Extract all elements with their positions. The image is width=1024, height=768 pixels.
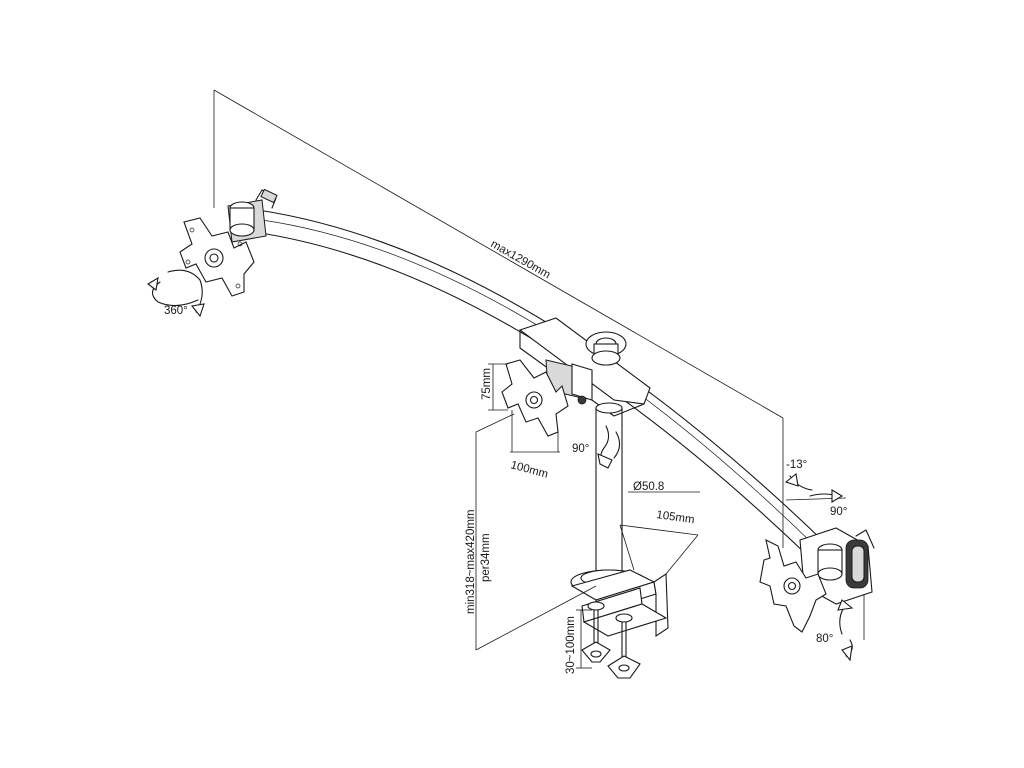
- vesa-height-label: 75mm: [481, 368, 493, 400]
- arm-rotation-arrow: [597, 425, 621, 469]
- arm-rotation-90-label: 90°: [572, 443, 589, 455]
- swivel-90-label: 90°: [830, 506, 847, 518]
- tilt-up-label: -13°: [786, 459, 807, 471]
- max-width-dimension: [213, 89, 784, 548]
- clamp-depth-label: 105mm: [656, 509, 696, 526]
- vesa-width-label: 100mm: [509, 459, 549, 481]
- max-width-label: max1290mm: [489, 238, 553, 281]
- height-step-label: per34mm: [480, 533, 492, 582]
- vesa-dimensions: [488, 363, 560, 453]
- clamp-depth-dimension: [619, 524, 699, 575]
- desk-clamp: [570, 569, 669, 679]
- desk-thickness-dimension: [576, 609, 592, 669]
- tilt-swivel-arrows: [784, 472, 865, 662]
- center-monitor-head: [501, 317, 651, 437]
- pole: [595, 402, 700, 583]
- rotation-360-label: 360°: [164, 305, 188, 317]
- desk-thickness-label: 30~100mm: [565, 616, 577, 674]
- height-range-dimension: [475, 413, 597, 651]
- right-monitor-head: [759, 527, 875, 633]
- pole-diameter-label: Ø50.8: [633, 481, 664, 493]
- rotation-360-arrow: [147, 269, 205, 318]
- height-range-label: min318~max420mm: [465, 509, 477, 614]
- tilt-down-label: 80°: [816, 633, 833, 645]
- left-monitor-head: [179, 188, 278, 297]
